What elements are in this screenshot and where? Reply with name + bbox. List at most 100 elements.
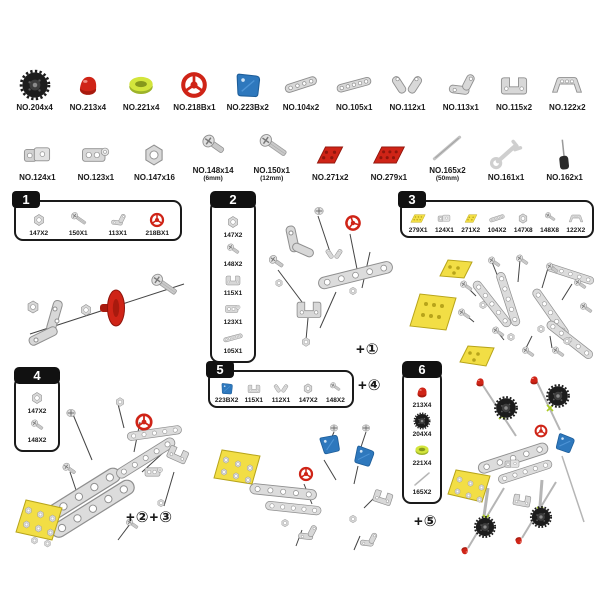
red-cap-icon xyxy=(417,387,427,398)
short-screw-icon xyxy=(543,210,557,223)
part-code: 218BX1 xyxy=(145,230,170,237)
step-4-diagram xyxy=(15,397,190,548)
part-entry: 147X8 xyxy=(510,210,536,234)
part-entry: 147X2 xyxy=(295,380,322,404)
step-number-badge: 4 xyxy=(14,367,60,384)
long-screw-icon xyxy=(256,131,290,160)
part-label: NO.124x1 xyxy=(19,173,56,182)
part-code: 113X1 xyxy=(108,230,127,237)
yellow-plate-small-icon xyxy=(464,214,477,223)
double-block-icon xyxy=(81,147,110,162)
u-bracket-icon xyxy=(500,77,528,95)
part-entry: 148X2 xyxy=(25,417,49,444)
part-label: NO.218Bx1 xyxy=(173,103,216,112)
blue-seat-icon xyxy=(236,73,261,98)
part-entry: 218BX1 xyxy=(138,210,178,237)
short-screw-icon xyxy=(329,380,343,393)
part-label: NO.161x1 xyxy=(487,173,525,182)
step-1-parts-box: 1 147X2 150X1 113X1 218BX1 xyxy=(12,191,182,241)
nut-icon xyxy=(33,214,44,226)
part-label: NO.213x4 xyxy=(69,103,107,112)
nut-icon xyxy=(145,144,164,166)
inventory-item: NO.162x1 xyxy=(535,137,594,182)
step-number-badge: 1 xyxy=(12,191,40,208)
inventory-item: NO.218Bx1 xyxy=(168,67,221,112)
part-entry: 213X4 xyxy=(410,382,434,409)
add-subassembly-note: +②+③ xyxy=(126,509,173,526)
strip-4hole-icon xyxy=(283,75,318,94)
part-code: 105X1 xyxy=(223,348,243,355)
part-label: NO.162x1 xyxy=(546,173,583,182)
part-label: NO.148x14 xyxy=(192,166,234,175)
angle-bracket-icon xyxy=(448,72,476,96)
part-code: 147X2 xyxy=(298,397,318,404)
part-code: 271X2 xyxy=(461,227,481,234)
part-label: NO.105x1 xyxy=(335,103,373,112)
inventory-item: NO.271x2 xyxy=(301,137,360,182)
nut-icon xyxy=(32,392,42,404)
inventory-item: NO.165x2(50mm) xyxy=(418,130,477,182)
part-entry: 122X2 xyxy=(563,210,589,234)
part-label: NO.147x16 xyxy=(134,173,175,182)
part-label: NO.150x1 xyxy=(253,166,290,175)
part-code: 150X1 xyxy=(68,230,88,237)
step-5: 5 223BX2 115X1 112X1 147X2 148X2 +④ xyxy=(206,361,404,590)
inventory-item: NO.124x1 xyxy=(8,137,67,182)
step-2: 2 147X2 148X2 115X1 123X1 105X1 xyxy=(210,191,402,370)
strip-4hole-icon xyxy=(488,213,506,223)
step-2-parts-box: 2 147X2 148X2 115X1 123X1 105X1 xyxy=(210,191,256,363)
part-code: 124X1 xyxy=(435,227,454,234)
part-entry: 115X1 xyxy=(240,380,267,404)
corner-block-icon xyxy=(438,214,451,222)
part-label: NO.204x4 xyxy=(16,103,53,112)
part-label: NO.104x2 xyxy=(282,103,320,112)
long-bracket-icon xyxy=(552,77,583,93)
inventory-row-1: NO.204x4 NO.213x4 NO.221x4 NO.218Bx1 NO.… xyxy=(8,56,594,112)
step-6-diagram xyxy=(447,376,585,556)
short-screw-icon xyxy=(225,242,241,256)
step-4: 4 147X2 148X2 +②+③ xyxy=(14,367,206,590)
part-entry: 223BX2 xyxy=(213,380,240,404)
part-entry: 124X1 xyxy=(431,210,457,234)
add-subassembly-note: +① xyxy=(356,341,380,358)
red-cap-icon xyxy=(79,76,97,95)
step-5-parts-box: 5 223BX2 115X1 112X1 147X2 148X2 xyxy=(206,361,354,408)
part-size-label: (50mm) xyxy=(435,175,460,182)
step-1: 1 147X2 150X1 113X1 218BX1 xyxy=(12,191,204,370)
blue-seat-icon xyxy=(221,383,233,395)
part-size-label: (6mm) xyxy=(203,175,223,182)
screwdriver-icon xyxy=(557,138,570,171)
part-entry: 113X1 xyxy=(98,210,138,237)
strip-5hole-icon xyxy=(222,333,244,343)
long-screw-icon xyxy=(69,210,89,227)
step-5-diagram xyxy=(213,424,394,551)
part-label: NO.271x2 xyxy=(312,173,349,182)
short-screw-icon xyxy=(29,418,45,432)
nut-icon xyxy=(519,213,528,224)
nut-icon xyxy=(228,216,238,228)
part-entry: 115X1 xyxy=(221,270,245,297)
part-label: NO.165x2 xyxy=(429,166,466,175)
inventory-item: NO.147x16 xyxy=(125,137,184,182)
angle-bracket-icon xyxy=(110,213,127,226)
part-code: 213X4 xyxy=(412,402,432,409)
step-4-parts-box: 4 147X2 148X2 xyxy=(14,367,60,452)
part-entry: 147X2 xyxy=(19,210,59,237)
part-entry: 221X4 xyxy=(410,440,434,467)
inventory-item: NO.115x2 xyxy=(487,67,540,112)
corner-block-icon xyxy=(24,147,51,162)
u-bracket-icon xyxy=(225,275,241,286)
part-code: 147X2 xyxy=(29,230,49,237)
red-plate-large-icon xyxy=(373,146,405,164)
part-entry: 148X8 xyxy=(536,210,562,234)
step-6-parts-box: 6 213X4 204X4 221X4 165X2 xyxy=(402,361,442,504)
part-entry: 279X1 xyxy=(405,210,431,234)
part-size-label: (12mm) xyxy=(260,175,284,182)
inventory-item: NO.112x1 xyxy=(381,67,434,112)
inventory-item: NO.279x1 xyxy=(360,137,419,182)
part-code: 122X2 xyxy=(566,227,586,234)
part-entry: 123X1 xyxy=(221,299,245,326)
inventory-item: NO.122x2 xyxy=(541,67,594,112)
part-code: 223BX2 xyxy=(214,397,239,404)
